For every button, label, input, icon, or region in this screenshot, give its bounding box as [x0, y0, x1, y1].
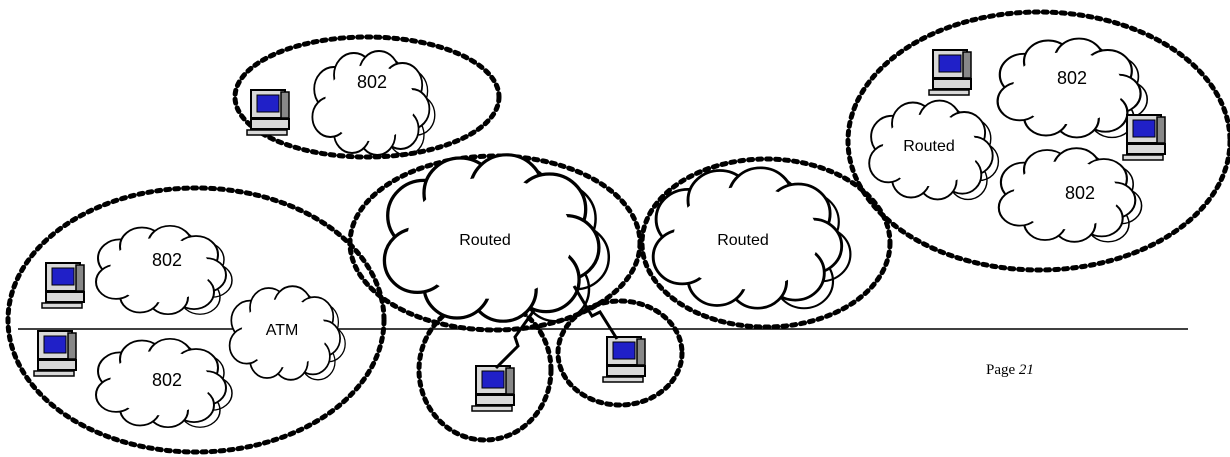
cloud-label-routed-center: Routed: [459, 232, 511, 249]
page-number-label: Page 21: [986, 362, 1034, 379]
cloud-label-routed-mid-right: Routed: [717, 232, 769, 249]
cloud-label-802-top: 802: [357, 72, 387, 92]
cloud-label-802-left-bottom: 802: [152, 370, 182, 390]
cloud-802-top: [311, 50, 436, 156]
domain-ellipse-wireless-b: [555, 298, 685, 408]
computer-icon: [471, 365, 515, 412]
domain-ellipse-left: [5, 185, 387, 455]
wireless-link-icon: [572, 285, 619, 340]
computer-icon: [1122, 114, 1166, 161]
cloud-label-802-right-bottom: 802: [1065, 183, 1095, 203]
computer-icon: [33, 330, 77, 377]
cloud-label-802-left-top: 802: [152, 250, 182, 270]
cloud-802-right-top: [996, 37, 1149, 139]
cloud-label-atm: ATM: [266, 322, 299, 339]
cloud-802-left-top: [95, 224, 233, 316]
computer-icon: [602, 336, 646, 383]
page-number: 21: [1018, 362, 1034, 378]
cloud-label-routed-right: Routed: [903, 138, 955, 155]
domain-ellipse-right: [845, 9, 1230, 273]
page-prefix: Page: [986, 362, 1016, 378]
wireless-link-icon: [494, 308, 537, 370]
cloud-label-802-right-top: 802: [1057, 68, 1087, 88]
domain-ellipse-mid-right: [639, 156, 893, 330]
computer-icon: [928, 49, 972, 96]
domain-ellipse-top: [232, 34, 502, 160]
computer-icon: [41, 262, 85, 309]
computer-icon: [246, 89, 290, 136]
